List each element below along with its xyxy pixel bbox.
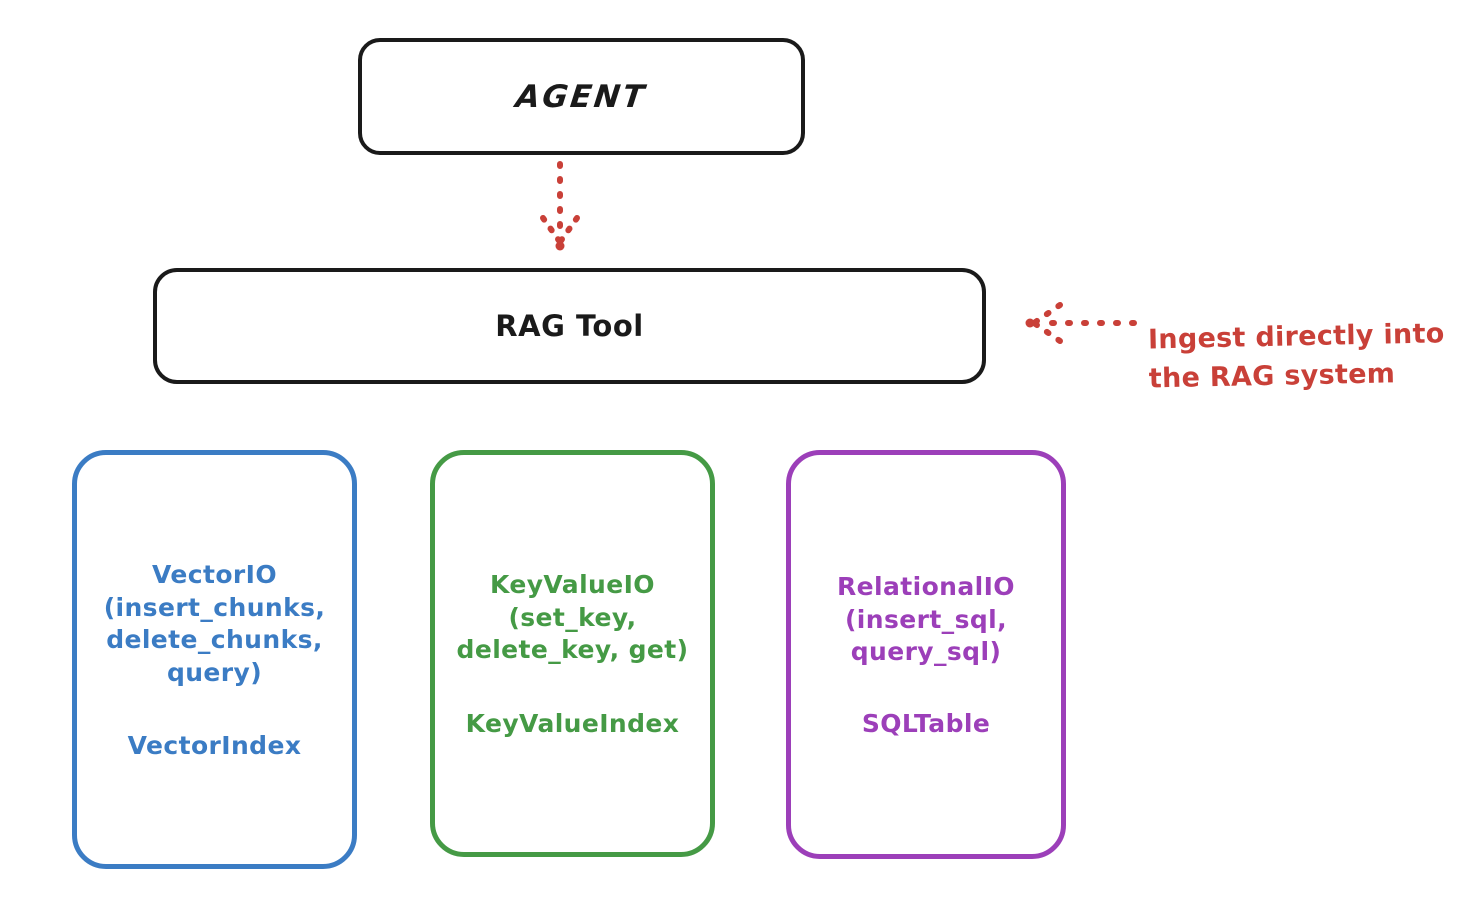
- node-agent-label: AGENT: [514, 78, 649, 115]
- node-keyvalue-io[interactable]: KeyValueIO (set_key, delete_key, get) Ke…: [430, 450, 715, 857]
- dotted-arrow-down-icon: [540, 161, 580, 251]
- node-vector-io-index: VectorIndex: [127, 731, 302, 760]
- node-vector-io[interactable]: VectorIO (insert_chunks, delete_chunks, …: [72, 450, 357, 869]
- node-relational-io-index: SQLTable: [861, 708, 991, 738]
- node-rag-tool[interactable]: RAG Tool: [153, 268, 986, 384]
- node-keyvalue-io-index: KeyValueIndex: [465, 708, 680, 738]
- node-relational-io[interactable]: RelationalIO (insert_sql, query_sql) SQL…: [786, 450, 1066, 859]
- node-rag-tool-label: RAG Tool: [495, 309, 644, 343]
- dotted-arrow-left-icon: [1025, 302, 1137, 344]
- node-agent[interactable]: AGENT: [358, 38, 805, 155]
- node-vector-io-title: VectorIO (insert_chunks, delete_chunks, …: [103, 560, 326, 687]
- annotation-ingest: Ingest directly into the RAG system: [1147, 275, 1479, 399]
- node-relational-io-title: RelationalIO (insert_sql, query_sql): [837, 572, 1015, 667]
- node-keyvalue-io-title: KeyValueIO (set_key, delete_key, get): [456, 570, 689, 665]
- annotation-ingest-text: Ingest directly into the RAG system: [1147, 318, 1445, 395]
